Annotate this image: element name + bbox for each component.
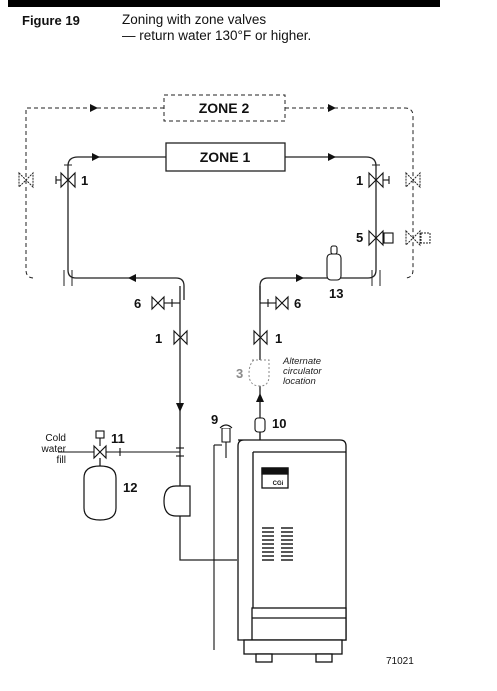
callout-3: 3 bbox=[236, 366, 243, 381]
callout-6-right: 6 bbox=[294, 296, 301, 311]
fill-valve-11 bbox=[58, 430, 184, 460]
alternate-note-line1: Alternate bbox=[282, 356, 321, 367]
valve-right-zone1 bbox=[368, 171, 390, 189]
boiler-louvers bbox=[262, 527, 293, 561]
zone-valve-5-zone2 bbox=[405, 229, 431, 247]
air-separator-13 bbox=[326, 245, 342, 281]
callout-10: 10 bbox=[272, 416, 286, 431]
alternate-note-line3: location bbox=[283, 376, 316, 387]
callout-1-left: 1 bbox=[81, 173, 88, 188]
callout-5: 5 bbox=[356, 230, 363, 245]
cold-water-line3: fill bbox=[57, 455, 66, 466]
zone2-flow-arrow bbox=[90, 104, 98, 112]
cold-water-line2: water bbox=[41, 444, 67, 455]
purge-valve-6-left bbox=[151, 295, 180, 311]
fitting-10 bbox=[254, 417, 266, 440]
supply-flow-arrow bbox=[128, 274, 136, 282]
valve-left-zone2 bbox=[18, 171, 34, 189]
callout-1-return: 1 bbox=[275, 331, 282, 346]
valve-left-zone1 bbox=[55, 171, 76, 189]
isolation-valve-return bbox=[253, 329, 268, 346]
alternate-circulator-3 bbox=[248, 359, 270, 387]
callout-1-right: 1 bbox=[356, 173, 363, 188]
zone2-label: ZONE 2 bbox=[199, 100, 250, 116]
cold-water-line1: Cold bbox=[45, 433, 66, 444]
callout-1-supply: 1 bbox=[155, 331, 162, 346]
callout-6-left: 6 bbox=[134, 296, 141, 311]
return-flow-arrow bbox=[296, 274, 304, 282]
drawing-number: 71021 bbox=[386, 656, 414, 667]
zone1-label: ZONE 1 bbox=[200, 149, 251, 165]
zone-valve-5 bbox=[368, 229, 394, 247]
figure-title-line1: Zoning with zone valves bbox=[122, 12, 267, 27]
zone1-flow-arrow-return bbox=[328, 153, 336, 161]
zone2-flow-arrow-return bbox=[328, 104, 336, 112]
up-flow-arrow bbox=[256, 393, 264, 402]
isolation-valve-supply bbox=[173, 329, 188, 346]
callout-13: 13 bbox=[329, 286, 343, 301]
figure-title: Zoning with zone valves — return water 1… bbox=[122, 12, 311, 44]
expansion-tank-12 bbox=[83, 458, 117, 521]
callout-9: 9 bbox=[211, 412, 218, 427]
valve-right-zone2 bbox=[405, 171, 421, 189]
zone1-flow-arrow bbox=[92, 153, 100, 161]
loop-tees bbox=[63, 164, 381, 286]
zone2-loop bbox=[25, 94, 414, 279]
callout-12: 12 bbox=[123, 480, 137, 495]
boiler bbox=[237, 439, 347, 663]
purge-valve-6-right bbox=[260, 295, 289, 311]
figure-label: Figure 19 bbox=[22, 13, 80, 28]
relief-valve-9 bbox=[213, 424, 233, 650]
down-flow-arrow bbox=[176, 403, 184, 412]
boiler-badge: CGi bbox=[273, 481, 284, 487]
zone1-loop bbox=[67, 142, 377, 300]
callout-11: 11 bbox=[111, 431, 125, 446]
alternate-note-line2: circulator bbox=[283, 366, 322, 377]
circulator-pump bbox=[163, 485, 191, 517]
figure-title-line2: — return water 130°F or higher. bbox=[122, 28, 312, 43]
header-rule bbox=[8, 0, 440, 7]
